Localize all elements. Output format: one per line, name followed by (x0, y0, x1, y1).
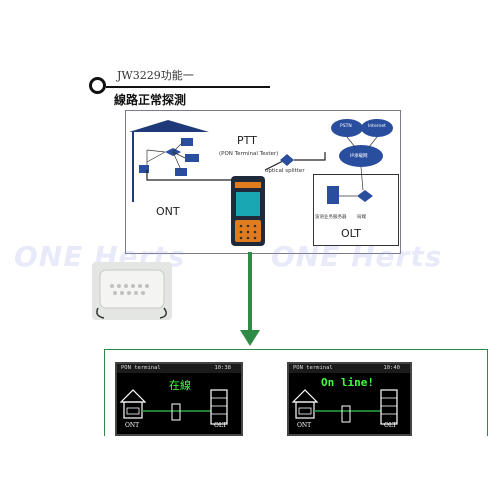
ip-network-cloud-label: IP承载网 (350, 154, 368, 159)
ptt-label: PTT (237, 134, 257, 147)
olt-switch-label: 局端 (357, 215, 366, 220)
screen-titlebar: PON terminal 10:40 (289, 364, 410, 373)
olt-site-box (313, 174, 399, 246)
optical-splitter-icon (280, 154, 294, 166)
olt-server-icon (327, 186, 339, 204)
screen-title: PON terminal (121, 365, 161, 371)
title-bullet-circle (89, 77, 106, 94)
splitter-label: optical splitter (265, 168, 305, 174)
network-diagram-art (129, 119, 393, 246)
stb-device-icon (185, 154, 199, 162)
internet-cloud-label: Internet (368, 124, 386, 129)
screen-olt-label: OLT (214, 422, 227, 429)
ont-device-photo (92, 262, 172, 320)
olt-rack-icon (380, 389, 398, 425)
house-icon (291, 389, 319, 403)
device-screen-english: PON terminal 10:40 On line! ONT OLT (287, 362, 412, 436)
screen-olt-label: OLT (384, 422, 397, 429)
screen-ont-label: ONT (125, 422, 140, 429)
watermark-right: ONE Herts (271, 240, 443, 273)
ont-house-roof (129, 120, 209, 132)
flow-arrow-icon (240, 252, 260, 346)
olt-switch-icon (357, 190, 373, 202)
ptt-device-top-band (235, 182, 261, 188)
ip-network-cloud-icon (339, 145, 383, 167)
screen-title: PON terminal (293, 365, 333, 371)
modem-icon (298, 407, 312, 415)
olt-label: OLT (341, 227, 361, 240)
screens-frame (104, 349, 488, 436)
pstn-cloud-icon (331, 119, 363, 137)
title-underline (106, 86, 270, 88)
screen-topology-art (291, 389, 398, 425)
ont-box-icon (139, 165, 149, 173)
screen-ont-label: ONT (297, 422, 312, 429)
ont-label: ONT (156, 205, 180, 218)
heading-function: 線路正常探測 (114, 93, 187, 107)
olt-server-label: 波语业务服务器 (315, 215, 347, 220)
screen-titlebar: PON terminal 10:38 (117, 364, 241, 373)
screen-time: 10:38 (214, 365, 231, 371)
pstn-cloud-label: PSTN (340, 124, 352, 129)
modem-icon (126, 407, 140, 415)
fiber-line-ont (146, 170, 243, 181)
house-icon (119, 389, 147, 403)
status-online-text: 在線 (169, 379, 191, 392)
fiber-line-olt (294, 152, 326, 161)
ptt-sublabel: (PON Terminal Tester) (219, 151, 279, 157)
tester-icon (171, 403, 181, 421)
olt-rack-icon (210, 389, 228, 425)
tester-icon (341, 405, 351, 423)
screen-time: 10:40 (383, 365, 400, 371)
device-screen-chinese: PON terminal 10:38 在線 ONT OLT (115, 362, 243, 436)
pc-device-icon (175, 168, 187, 176)
heading-model: JW3229功能一 (117, 69, 194, 82)
status-online-text: On line! (321, 376, 374, 389)
ptt-device-screen (236, 192, 260, 216)
screen-topology-art (119, 389, 228, 425)
phone-device-icon (181, 138, 193, 146)
internet-cloud-icon (361, 119, 393, 137)
